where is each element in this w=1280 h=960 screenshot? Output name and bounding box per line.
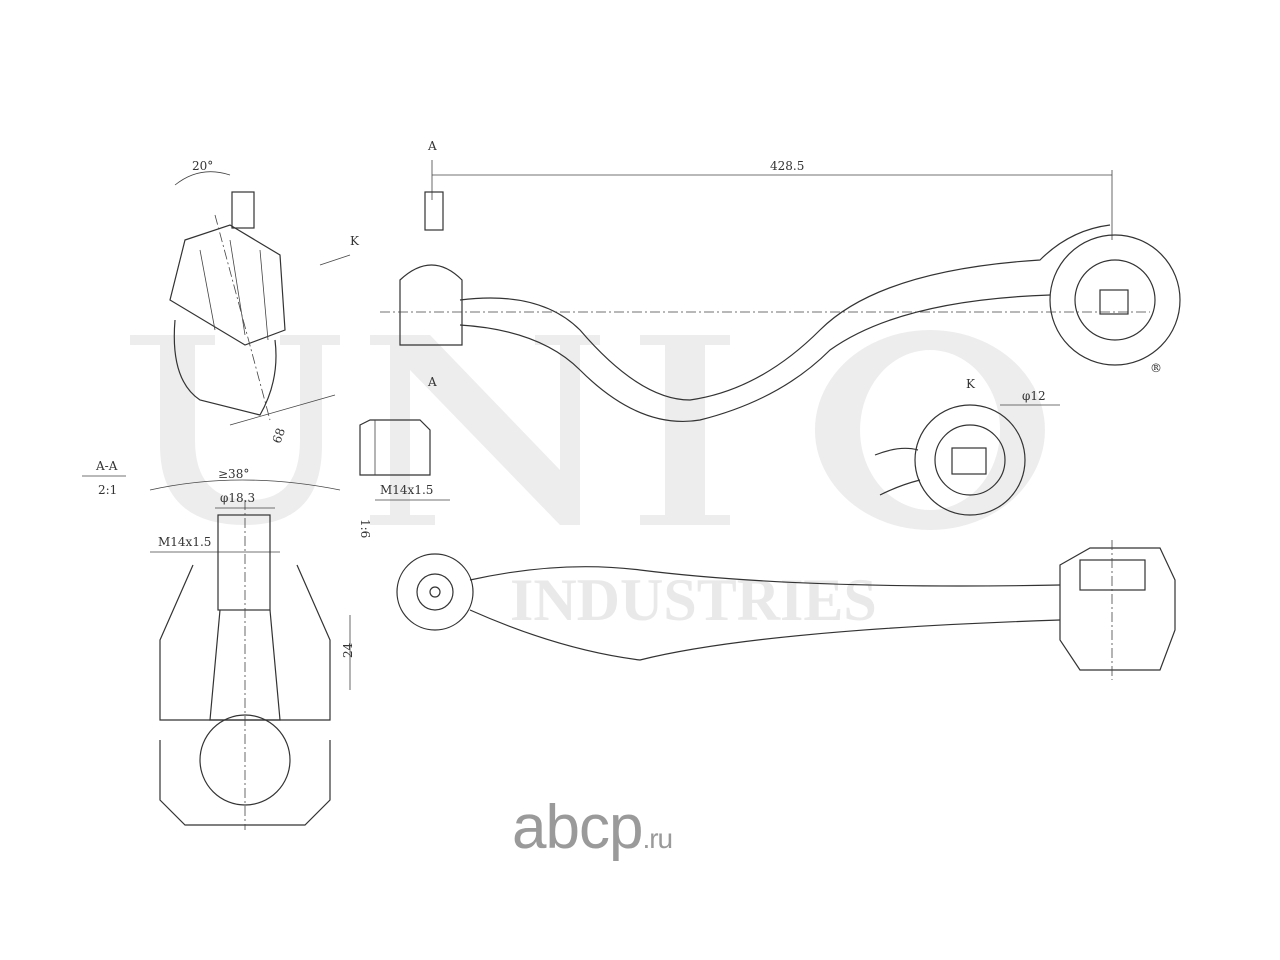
- watermark-logo: [130, 330, 1045, 530]
- brand-name: abcp: [512, 793, 643, 862]
- nut-thread-label: M14x1.5: [380, 483, 433, 497]
- stud-thread: [231, 191, 255, 229]
- brand-tld: .ru: [642, 823, 673, 854]
- view-k-arrow-label: K: [350, 234, 360, 248]
- side-view: 20° 68 K: [169, 159, 360, 445]
- watermark-registered: ®: [1150, 361, 1162, 375]
- diameter-18-3-label: φ18.3: [220, 491, 255, 505]
- view-k: K φ12: [874, 377, 1060, 516]
- section-a-top: A: [427, 139, 437, 153]
- taper-label: 1:6: [358, 519, 372, 538]
- angle-38-label: ≥38°: [218, 467, 249, 481]
- section-title: A-A: [95, 459, 118, 473]
- section-a-bottom: A: [427, 375, 437, 389]
- section-a-a: A-A 2:1 ≥38° φ18.3 M14x1.5 1:6 24: [82, 459, 372, 830]
- stud-thread-label: M14x1.5: [158, 535, 211, 549]
- watermark-subtitle: INDUSTRIES: [510, 567, 877, 633]
- view-k-label: K: [966, 377, 976, 391]
- section-scale: 2:1: [98, 483, 117, 497]
- dim-68-label: 68: [270, 426, 288, 445]
- control-arm-bottom-view: INDUSTRIES: [396, 540, 1176, 680]
- angle-20-label: 20°: [192, 159, 213, 173]
- dim-24-label: 24: [341, 642, 355, 658]
- nut-detail: M14x1.5: [359, 419, 450, 501]
- length-label: 428.5: [770, 159, 804, 173]
- brand-logo: abcp.ru: [512, 792, 673, 863]
- control-arm-top-view: 428.5 A A ®: [380, 139, 1181, 422]
- diameter-12-label: φ12: [1022, 389, 1046, 403]
